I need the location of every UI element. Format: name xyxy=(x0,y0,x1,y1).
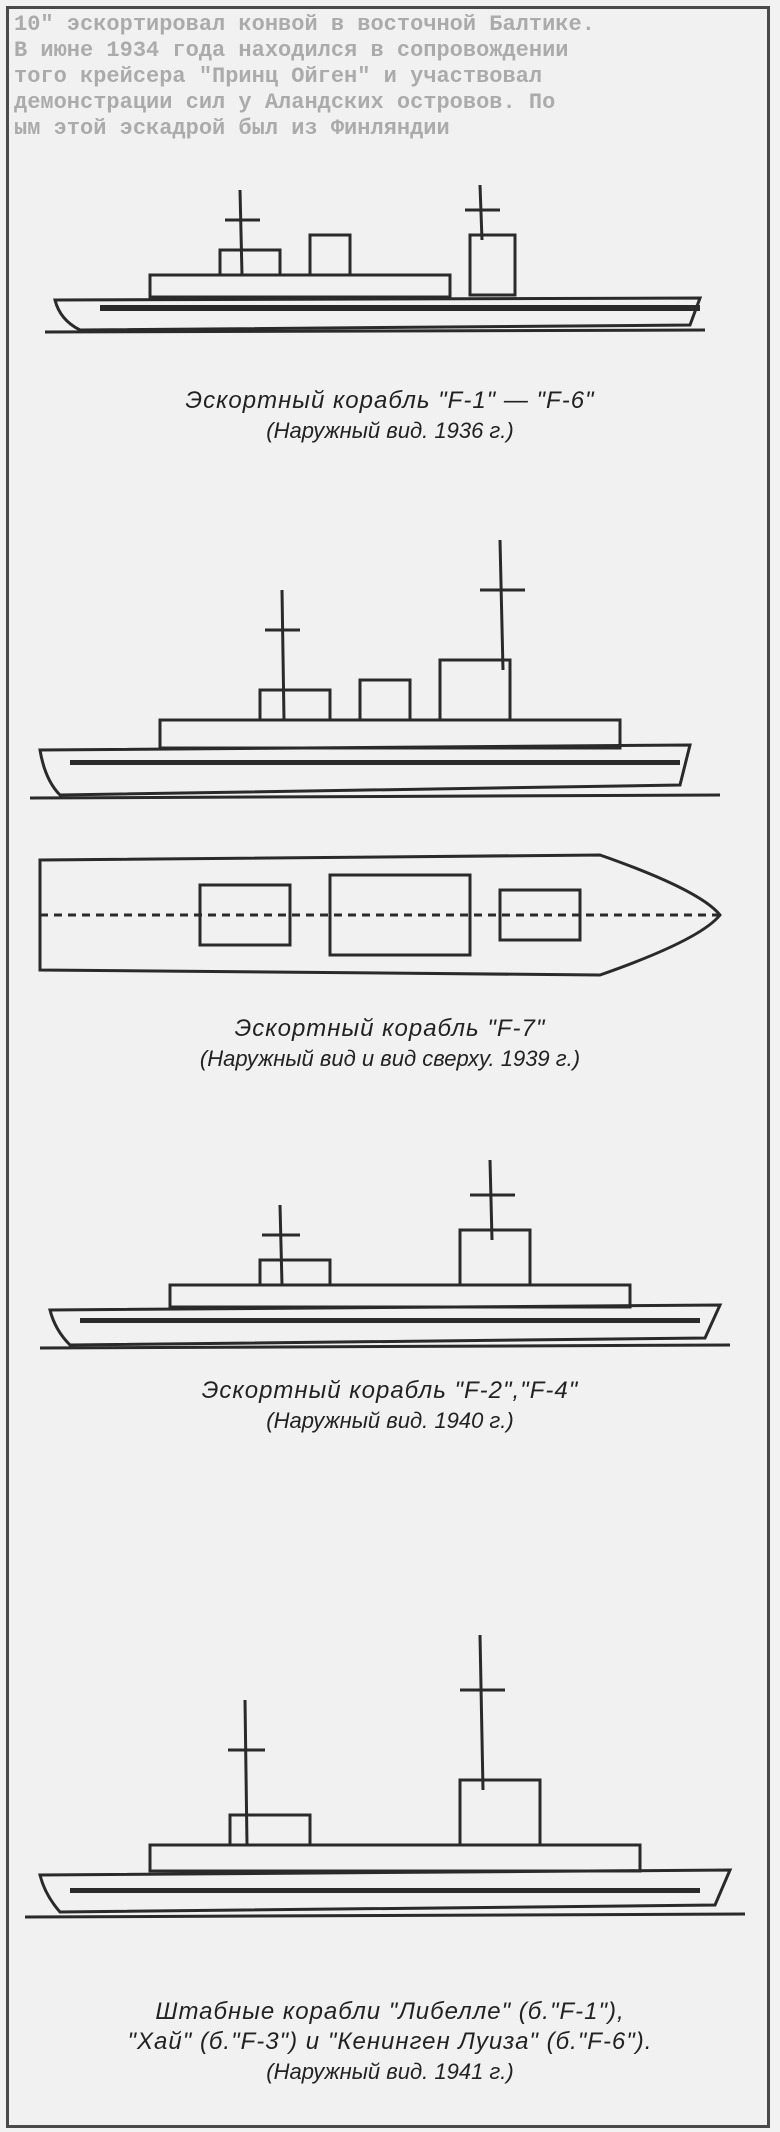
figure-caption-2: Эскортный корабль "F-7" (Наружный вид и … xyxy=(0,1014,780,1074)
figure-caption-1: Эскортный корабль "F-1" — "F-6" (Наружны… xyxy=(0,386,780,446)
ship-drawing-f7-side xyxy=(29,539,721,800)
bleed-line: того крейсера "Принц Ойген" и участвовал xyxy=(14,64,543,89)
ship-drawing-f2-f4 xyxy=(39,1159,731,1350)
figure-caption-3: Эскортный корабль "F-2","F-4" (Наружный … xyxy=(0,1376,780,1436)
caption-title: Эскортный корабль "F-7" xyxy=(234,1015,546,1042)
caption-title: Эскортный корабль "F-1" — "F-6" xyxy=(185,387,595,414)
figure-frame xyxy=(6,6,770,2128)
bleed-line: ым этой эскадрой был из Финляндии xyxy=(14,116,450,141)
ship-drawing-f1 xyxy=(44,184,706,334)
bleed-through-text: 10" эскортировал конвой в восточной Балт… xyxy=(14,12,754,142)
caption-title: Штабные корабли "Либелле" (б."F-1"), xyxy=(155,1998,625,2025)
ship-drawing-1941 xyxy=(24,1634,746,1919)
caption-subtitle: (Наружный вид и вид сверху. 1939 г.) xyxy=(199,1046,581,1071)
figure-caption-4: Штабные корабли "Либелле" (б."F-1"), "Ха… xyxy=(0,1997,780,2087)
bleed-line: В июне 1934 года находился в сопровожден… xyxy=(14,38,569,63)
caption-subtitle: (Наружный вид. 1941 г.) xyxy=(266,2059,514,2084)
caption-title: Эскортный корабль "F-2","F-4" xyxy=(201,1377,579,1404)
bleed-line: 10" эскортировал конвой в восточной Балт… xyxy=(14,12,595,37)
caption-title-line2: "Хай" (б."F-3") и "Кенинген Луиза" (б."F… xyxy=(127,2028,653,2055)
caption-subtitle: (Наружный вид. 1936 г.) xyxy=(266,418,514,443)
caption-subtitle: (Наружный вид. 1940 г.) xyxy=(266,1408,514,1433)
bleed-line: демонстрации сил у Аландских островов. П… xyxy=(14,90,556,115)
ship-drawing-f7-top xyxy=(38,853,722,977)
